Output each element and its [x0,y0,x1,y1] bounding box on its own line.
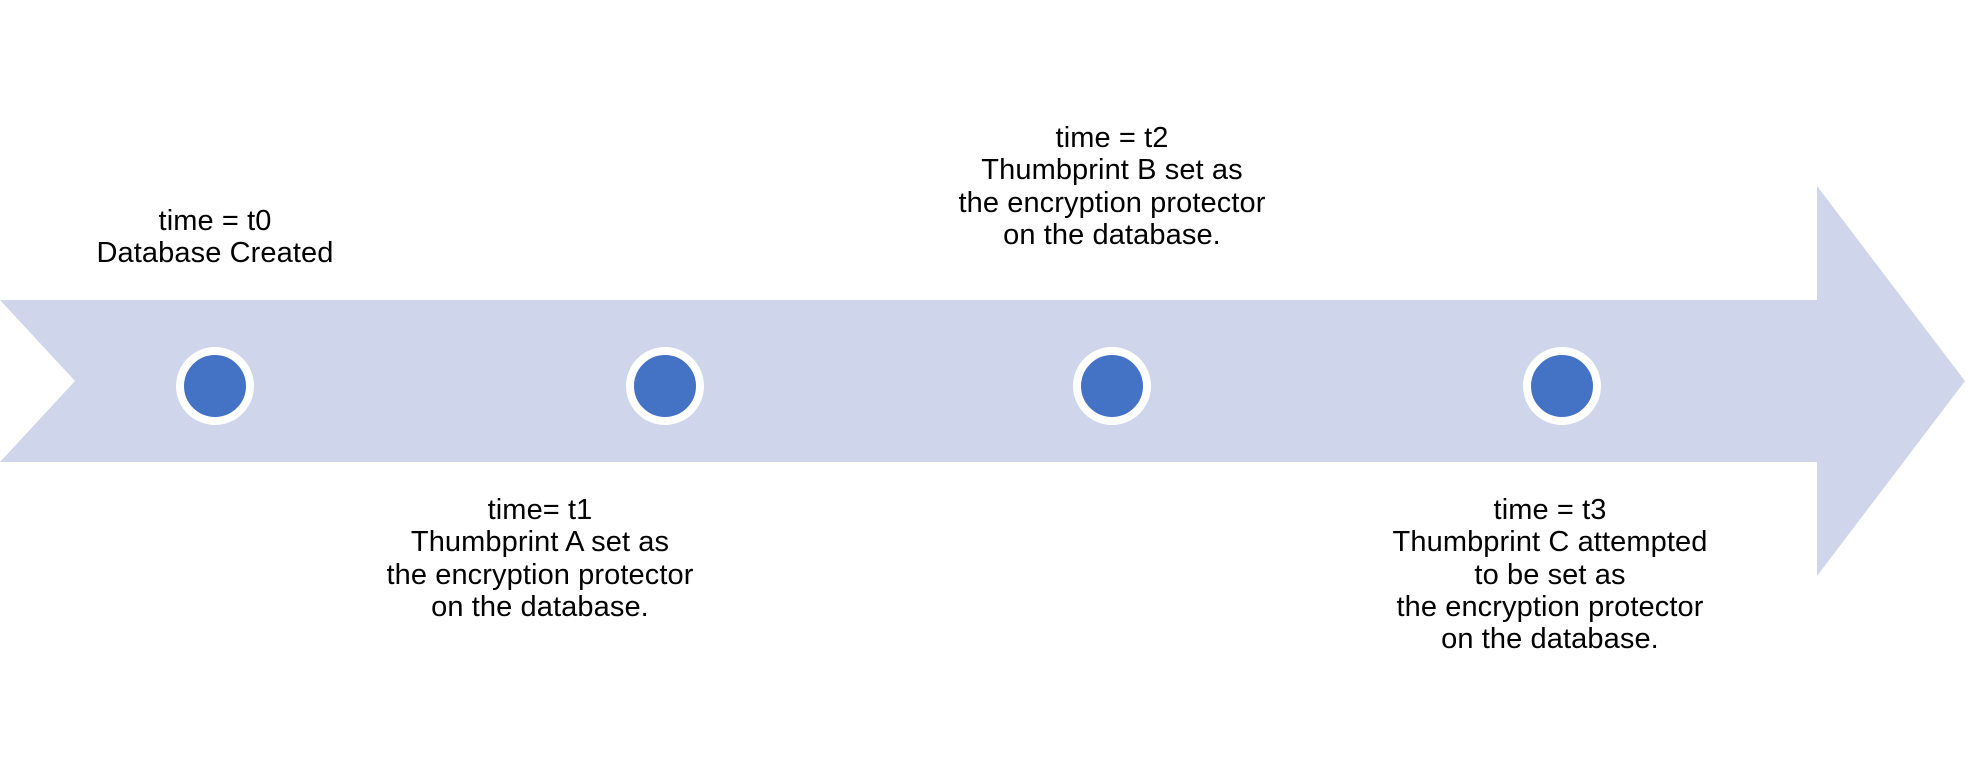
timeline-arrow-shape [0,186,1965,576]
milestone-marker-t2[interactable] [1073,347,1151,425]
milestone-label-t1: time= t1 Thumbprint A set as the encrypt… [386,494,694,623]
milestone-marker-t1[interactable] [626,347,704,425]
milestone-label-t3: time = t3 Thumbprint C attempted to be s… [1392,494,1708,656]
milestone-marker-t3[interactable] [1523,347,1601,425]
milestone-marker-t0[interactable] [176,347,254,425]
milestone-label-t0: time = t0 Database Created [96,205,334,270]
milestone-label-t2: time = t2 Thumbprint B set as the encryp… [958,122,1266,251]
arrow-polygon [0,186,1965,576]
